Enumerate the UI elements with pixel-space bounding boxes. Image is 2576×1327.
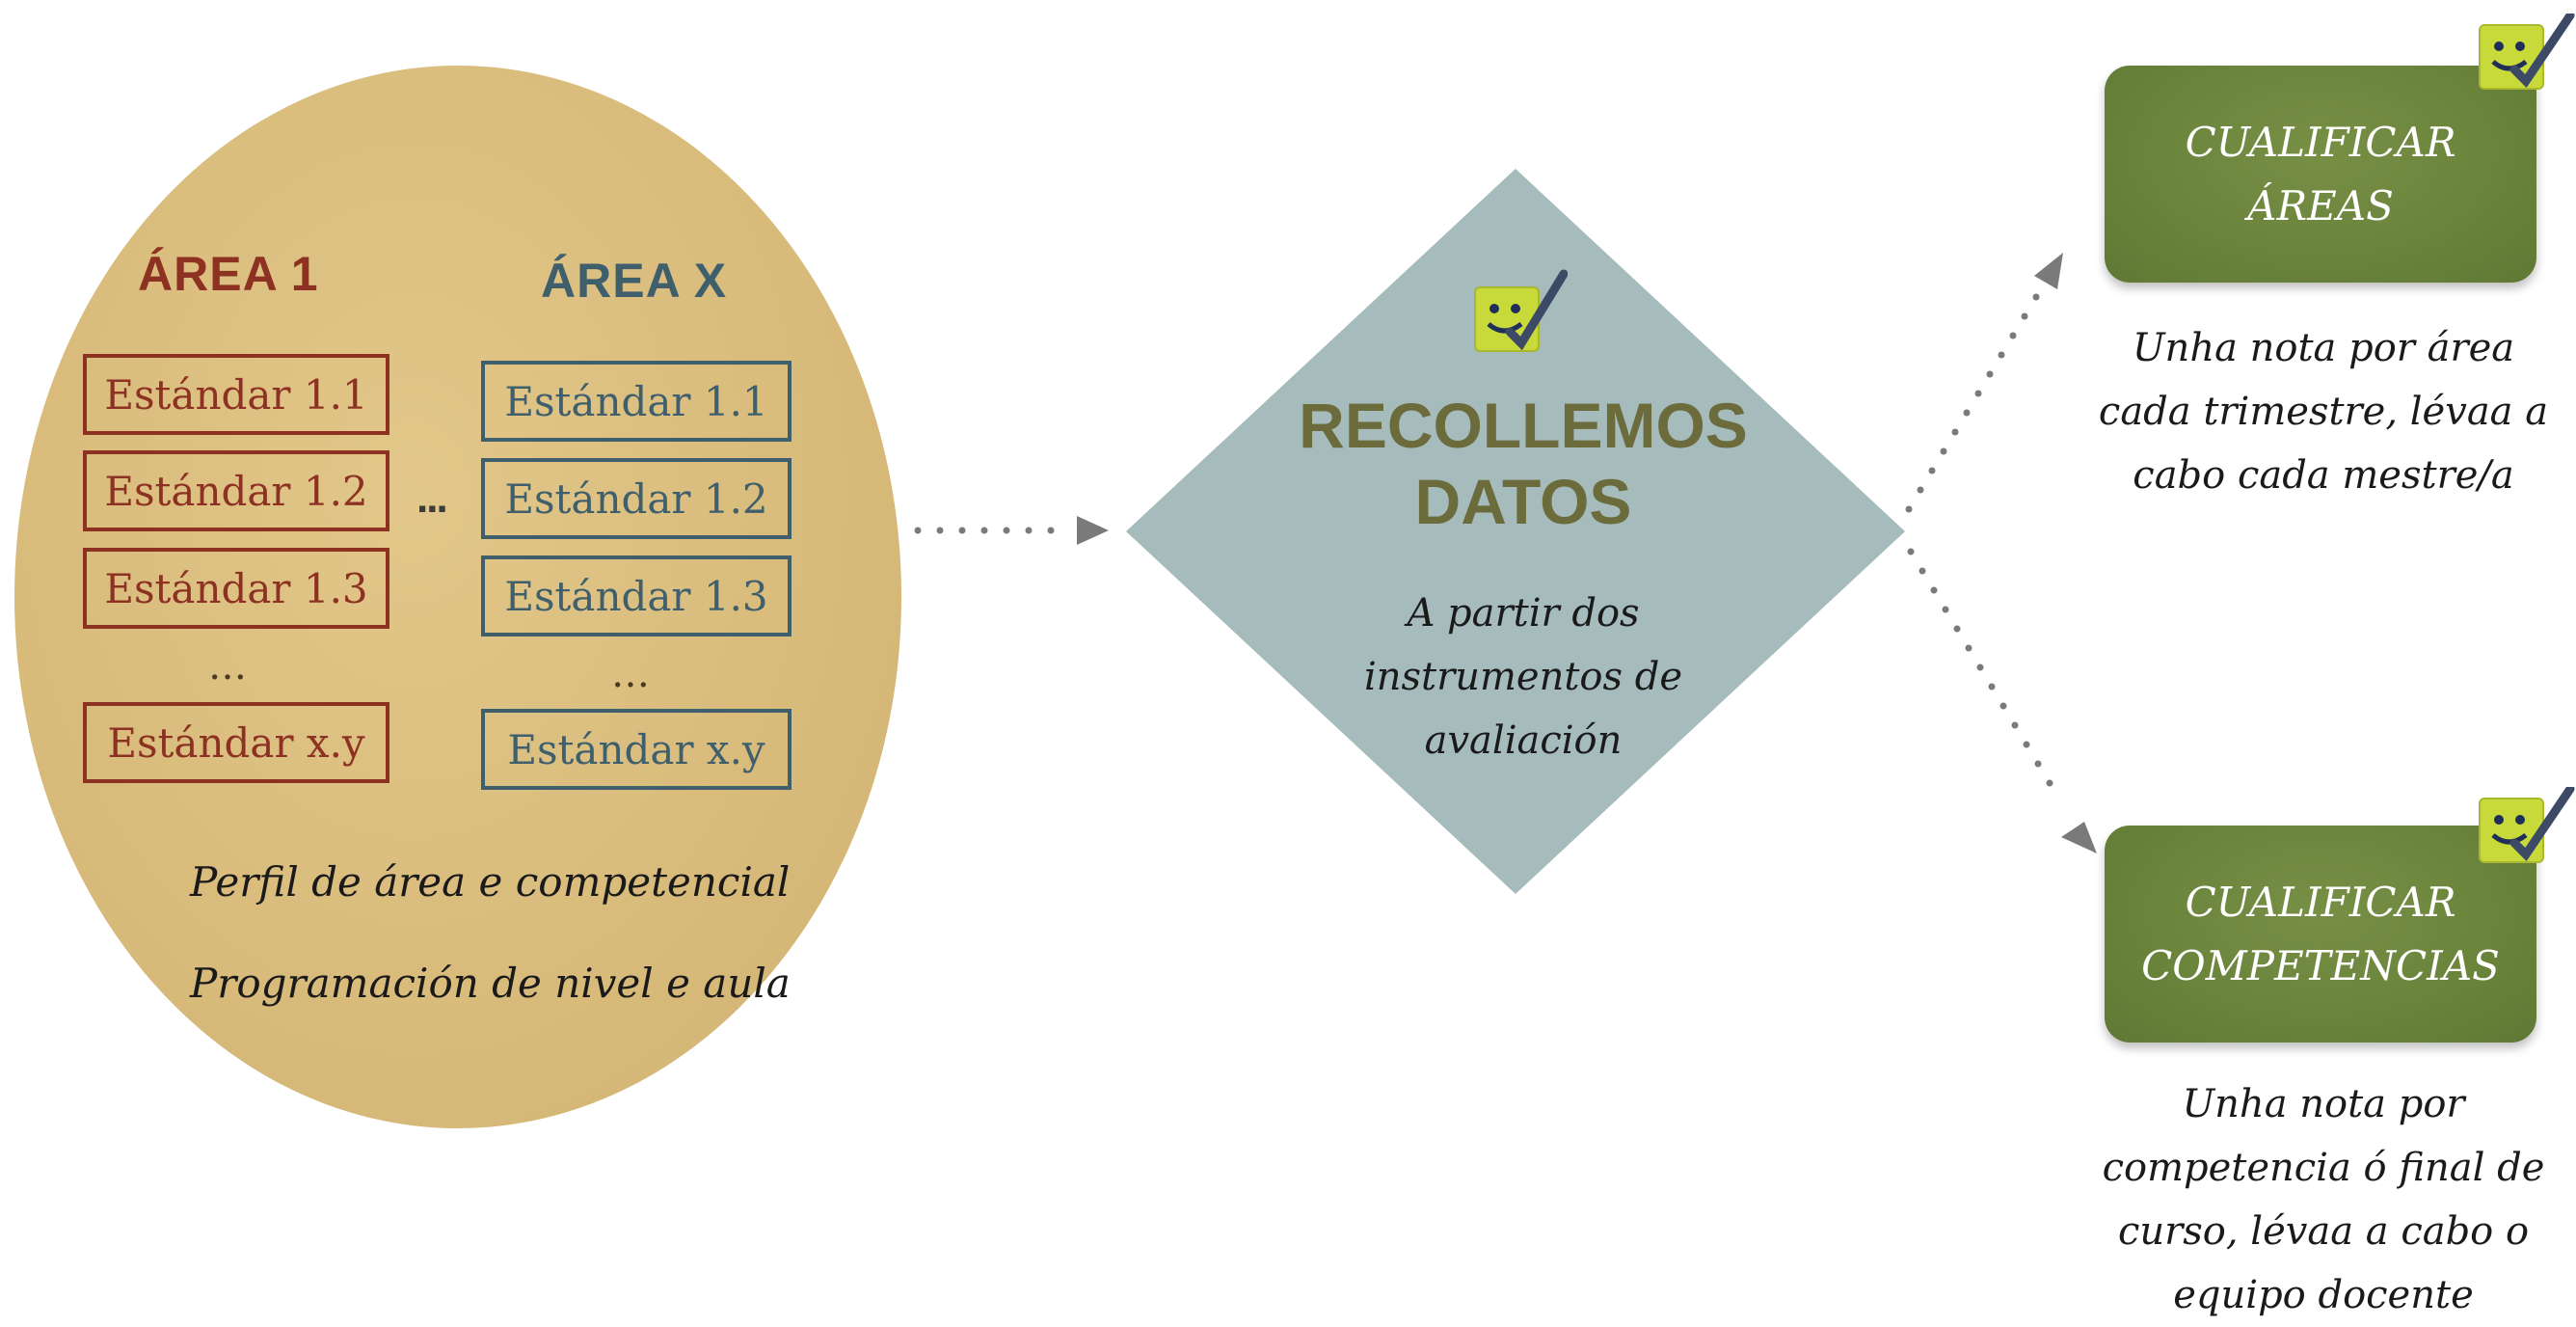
area1-standard-2: Estándar 1.2 bbox=[83, 450, 389, 531]
note-perfil: Perfil de área e competencial bbox=[190, 858, 791, 906]
standards-ellipse bbox=[14, 66, 901, 1128]
areax-standard-3: Estándar 1.3 bbox=[481, 555, 792, 636]
areax-ellipsis: … bbox=[611, 652, 650, 696]
note-programacion: Programación de nivel e aula bbox=[190, 960, 791, 1007]
qualify-areas-note: Unha nota por área cada trimestre, lévaa… bbox=[2082, 316, 2564, 507]
qualify-areas-note-line3: cabo cada mestre/a bbox=[2133, 453, 2514, 498]
area1-standard-1: Estándar 1.1 bbox=[83, 354, 389, 435]
area-1-title: ÁREA 1 bbox=[138, 247, 319, 301]
arrowhead-right-icon bbox=[1077, 516, 1109, 545]
dotted-arrow-up bbox=[1905, 253, 2063, 513]
areax-standard-last: Estándar x.y bbox=[481, 709, 792, 790]
qualify-competences-box: CUALIFICAR COMPETENCIAS bbox=[2105, 826, 2536, 1043]
qualify-competences-note-line2: competencia ó final de bbox=[2102, 1146, 2545, 1190]
areax-standard-2: Estándar 1.2 bbox=[481, 458, 792, 539]
areax-standard-1: Estándar 1.1 bbox=[481, 361, 792, 442]
area1-standard-last: Estándar x.y bbox=[83, 702, 389, 783]
dotted-arrow-down bbox=[1907, 548, 2097, 853]
qualify-areas-line2: ÁREAS bbox=[2247, 181, 2394, 230]
center-subtitle-line3: avaliación bbox=[1424, 718, 1623, 763]
area1-ellipsis: … bbox=[208, 644, 247, 689]
qualify-competences-note-line1: Unha nota por bbox=[2182, 1082, 2465, 1126]
qualify-areas-line1: CUALIFICAR bbox=[2185, 118, 2456, 166]
area1-standard-3: Estándar 1.3 bbox=[83, 548, 389, 629]
smiley-check-icon bbox=[2479, 787, 2575, 863]
areas-ellipsis: ... bbox=[416, 474, 448, 522]
qualify-competences-note-line3: curso, lévaa a cabo o bbox=[2117, 1209, 2530, 1254]
smiley-check-icon bbox=[2479, 14, 2575, 90]
qualify-competences-line1: CUALIFICAR bbox=[2185, 878, 2456, 926]
area-x-title: ÁREA X bbox=[541, 254, 728, 308]
collect-data-diamond bbox=[1126, 169, 1905, 894]
qualify-competences-note-line4: equipo docente bbox=[2173, 1273, 2474, 1317]
center-title-line2: DATOS bbox=[1414, 466, 1632, 537]
smiley-check-icon bbox=[1474, 269, 1568, 352]
qualify-competences-line2: COMPETENCIAS bbox=[2141, 941, 2500, 989]
qualify-competences-note: Unha nota por competencia ó final de cur… bbox=[2063, 1072, 2576, 1327]
qualify-areas-note-line2: cada trimestre, lévaa a bbox=[2098, 390, 2549, 434]
qualify-areas-note-line1: Unha nota por área bbox=[2132, 326, 2515, 370]
qualify-areas-box: CUALIFICAR ÁREAS bbox=[2105, 66, 2536, 283]
center-subtitle-line2: instrumentos de bbox=[1363, 655, 1683, 699]
center-subtitle-line1: A partir dos bbox=[1407, 591, 1640, 636]
center-title-line1: RECOLLEMOS bbox=[1299, 390, 1748, 461]
